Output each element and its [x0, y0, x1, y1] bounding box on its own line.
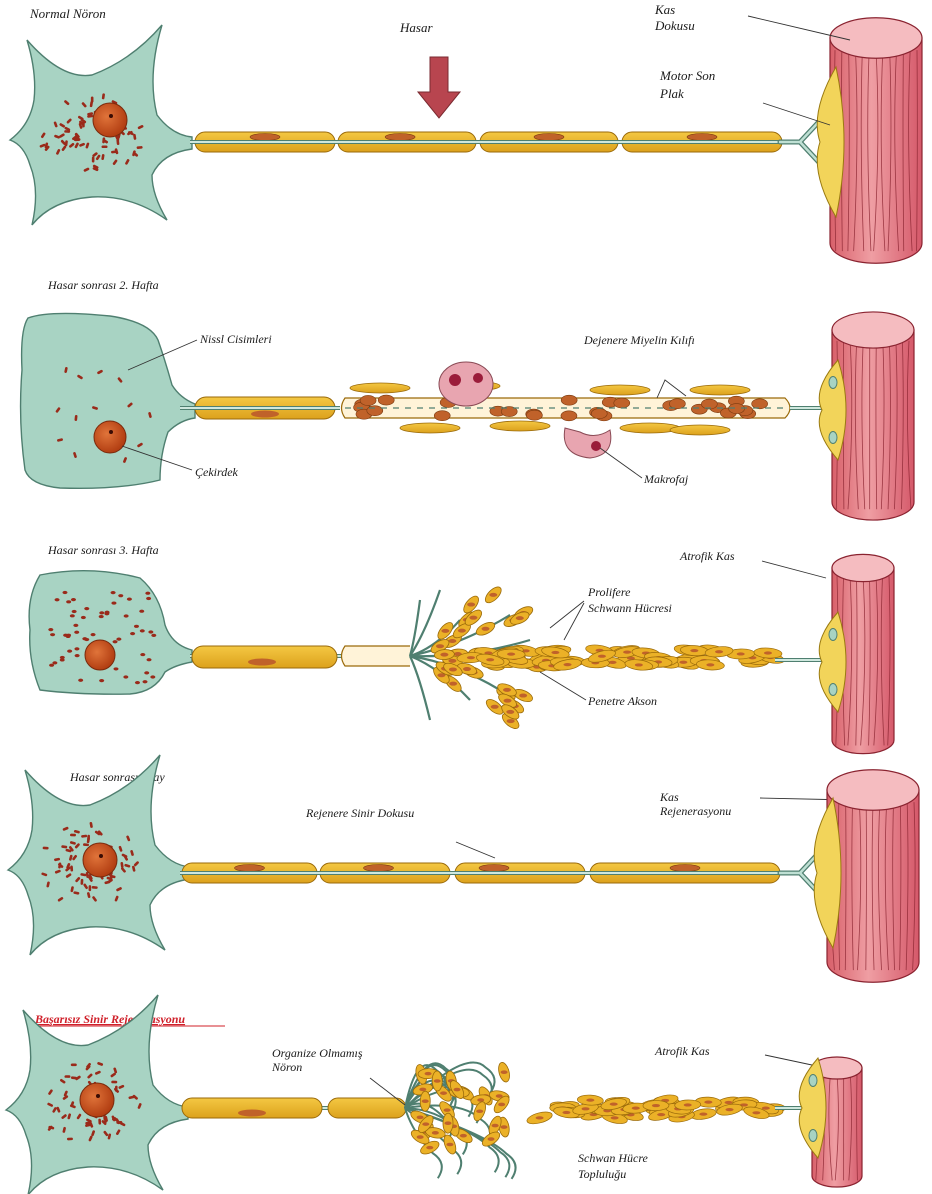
axon-week2 — [180, 362, 832, 458]
muscle-regen-label: Rejenerasyonu — [659, 804, 731, 818]
macrophage-label: Makrofaj — [643, 472, 689, 486]
neuroma-label-line1: Organize Olmamış — [272, 1046, 363, 1060]
neuroma-label: Nöron — [271, 1060, 302, 1074]
panel-failed-title: Başarısız Sinir Rejenerasyonu — [34, 1012, 185, 1026]
schwann-leader-a — [550, 601, 584, 628]
panel-normal: Normal Nöron Hasar Kas Dokusu Motor Son … — [10, 2, 922, 263]
myelin-leader — [657, 380, 686, 398]
panel-week3: Hasar sonrası 3. Hafta Atrofik Kas Proli… — [29, 543, 894, 754]
myelinated-axon-month3 — [180, 843, 828, 903]
muscle-leader — [748, 16, 850, 40]
panel-week3-title: Hasar sonrası 3. Hafta — [47, 543, 159, 557]
myelin-label: Dejenere Miyelin Kılıfı — [583, 333, 695, 347]
muscle-label-line1: Kas — [654, 2, 675, 17]
axon-leader — [540, 672, 586, 700]
muscle-month3 — [814, 770, 919, 982]
nissl-label: Nissl Cisimleri — [199, 332, 272, 346]
muscle-regen-label-line1: Kas — [659, 790, 679, 804]
axon-week3 — [190, 584, 832, 731]
cell-body-normal — [10, 25, 192, 225]
cell-body-week3 — [29, 571, 192, 695]
axon-failed — [182, 1061, 812, 1179]
schwann-label-line1: Prolifere — [587, 585, 631, 599]
panel-failed: Başarısız Sinir Rejenerasyonu Organize O… — [6, 995, 862, 1194]
atrophic-label-failed: Atrofik Kas — [654, 1044, 710, 1058]
down-arrow-icon — [418, 57, 460, 118]
regen-nerve-label: Rejenere Sinir Dokusu — [305, 806, 414, 820]
panel-normal-title: Normal Nöron — [29, 6, 106, 21]
muscle-tissue-normal — [817, 18, 922, 263]
myelinated-axon-normal — [190, 112, 828, 172]
schwann-label: Schwann Hücresi — [588, 601, 672, 615]
axon-label: Penetre Akson — [587, 694, 657, 708]
panel-month3: Hasar sonrası 3. ay Rejenere Sinir Dokus… — [8, 755, 919, 982]
muscle-week3 — [819, 554, 894, 753]
nucleus-label: Çekirdek — [195, 465, 239, 479]
macrophage-leader — [600, 448, 642, 478]
cell-body-month3 — [8, 755, 190, 955]
endplate-label: Plak — [659, 86, 684, 101]
schwann-cluster-label-line1: Schwan Hücre — [578, 1151, 649, 1165]
muscle-failed — [799, 1057, 862, 1187]
regen-nerve-leader — [456, 842, 495, 858]
schwann-cluster-label: Topluluğu — [578, 1167, 626, 1181]
panel-week2: Hasar sonrası 2. Hafta Nissl Cisimleri Ç… — [21, 278, 914, 520]
muscle-label: Dokusu — [654, 18, 695, 33]
atrophic-leader-week3 — [762, 561, 826, 578]
atrophic-label-week3: Atrofik Kas — [679, 549, 735, 563]
injury-label: Hasar — [399, 20, 433, 35]
muscle-week2 — [819, 312, 914, 520]
panel-week2-title: Hasar sonrası 2. Hafta — [47, 278, 159, 292]
endplate-label-line1: Motor Son — [659, 68, 715, 83]
